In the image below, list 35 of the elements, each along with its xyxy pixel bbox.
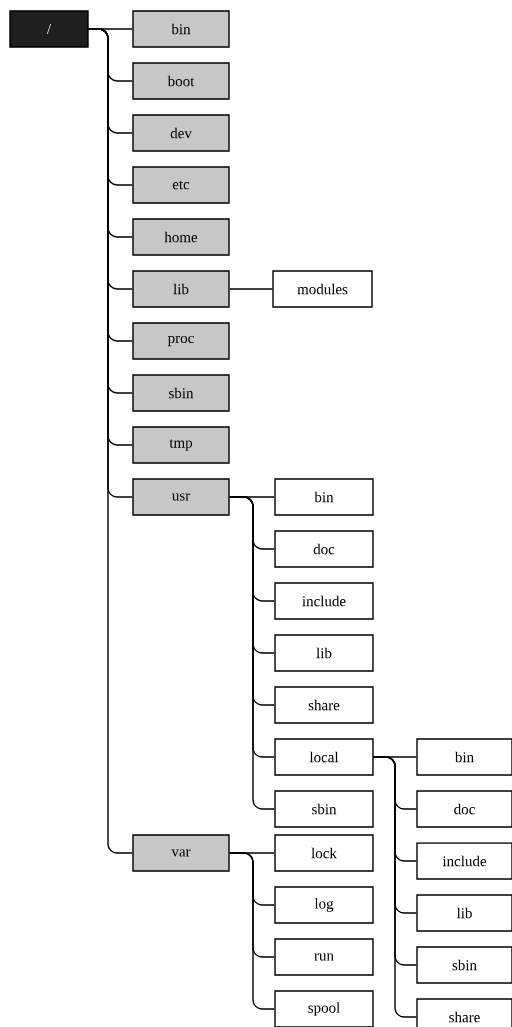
folder-box: proc — [132, 322, 230, 360]
folder-box: share — [274, 686, 374, 724]
folder-box: modules — [272, 270, 373, 308]
folder-box: boot — [132, 62, 230, 100]
tree-connector — [229, 852, 275, 1010]
folder-box: include — [274, 582, 374, 620]
folder-box: tmp — [132, 426, 230, 464]
folder-box: sbin — [416, 946, 512, 984]
folder-box: bin — [274, 478, 374, 516]
folder-box: lib — [274, 634, 374, 672]
folder-box: sbin — [274, 790, 374, 828]
folder-box: bin — [416, 738, 512, 776]
folder-box: lib — [132, 270, 230, 308]
tree-connector — [229, 496, 275, 810]
folder-box: sbin — [132, 374, 230, 412]
root-folder-box: / — [9, 10, 89, 48]
folder-box: log — [274, 886, 374, 924]
folder-box: doc — [416, 790, 512, 828]
folder-box: dev — [132, 114, 230, 152]
folder-box: lib — [416, 894, 512, 932]
folder-box: var — [132, 834, 230, 872]
tree-connector — [88, 28, 133, 854]
tree-connector — [229, 288, 273, 290]
folder-box: doc — [274, 530, 374, 568]
folder-box: usr — [132, 478, 230, 516]
folder-box: run — [274, 938, 374, 976]
folder-box: spool — [274, 990, 374, 1027]
folder-box: local — [274, 738, 374, 776]
folder-box: include — [416, 842, 512, 880]
folder-box: home — [132, 218, 230, 256]
folder-box: share — [416, 998, 512, 1027]
folder-box: lock — [274, 834, 374, 872]
folder-box: bin — [132, 10, 230, 48]
tree-connector — [373, 756, 417, 1018]
folder-box: etc — [132, 166, 230, 204]
